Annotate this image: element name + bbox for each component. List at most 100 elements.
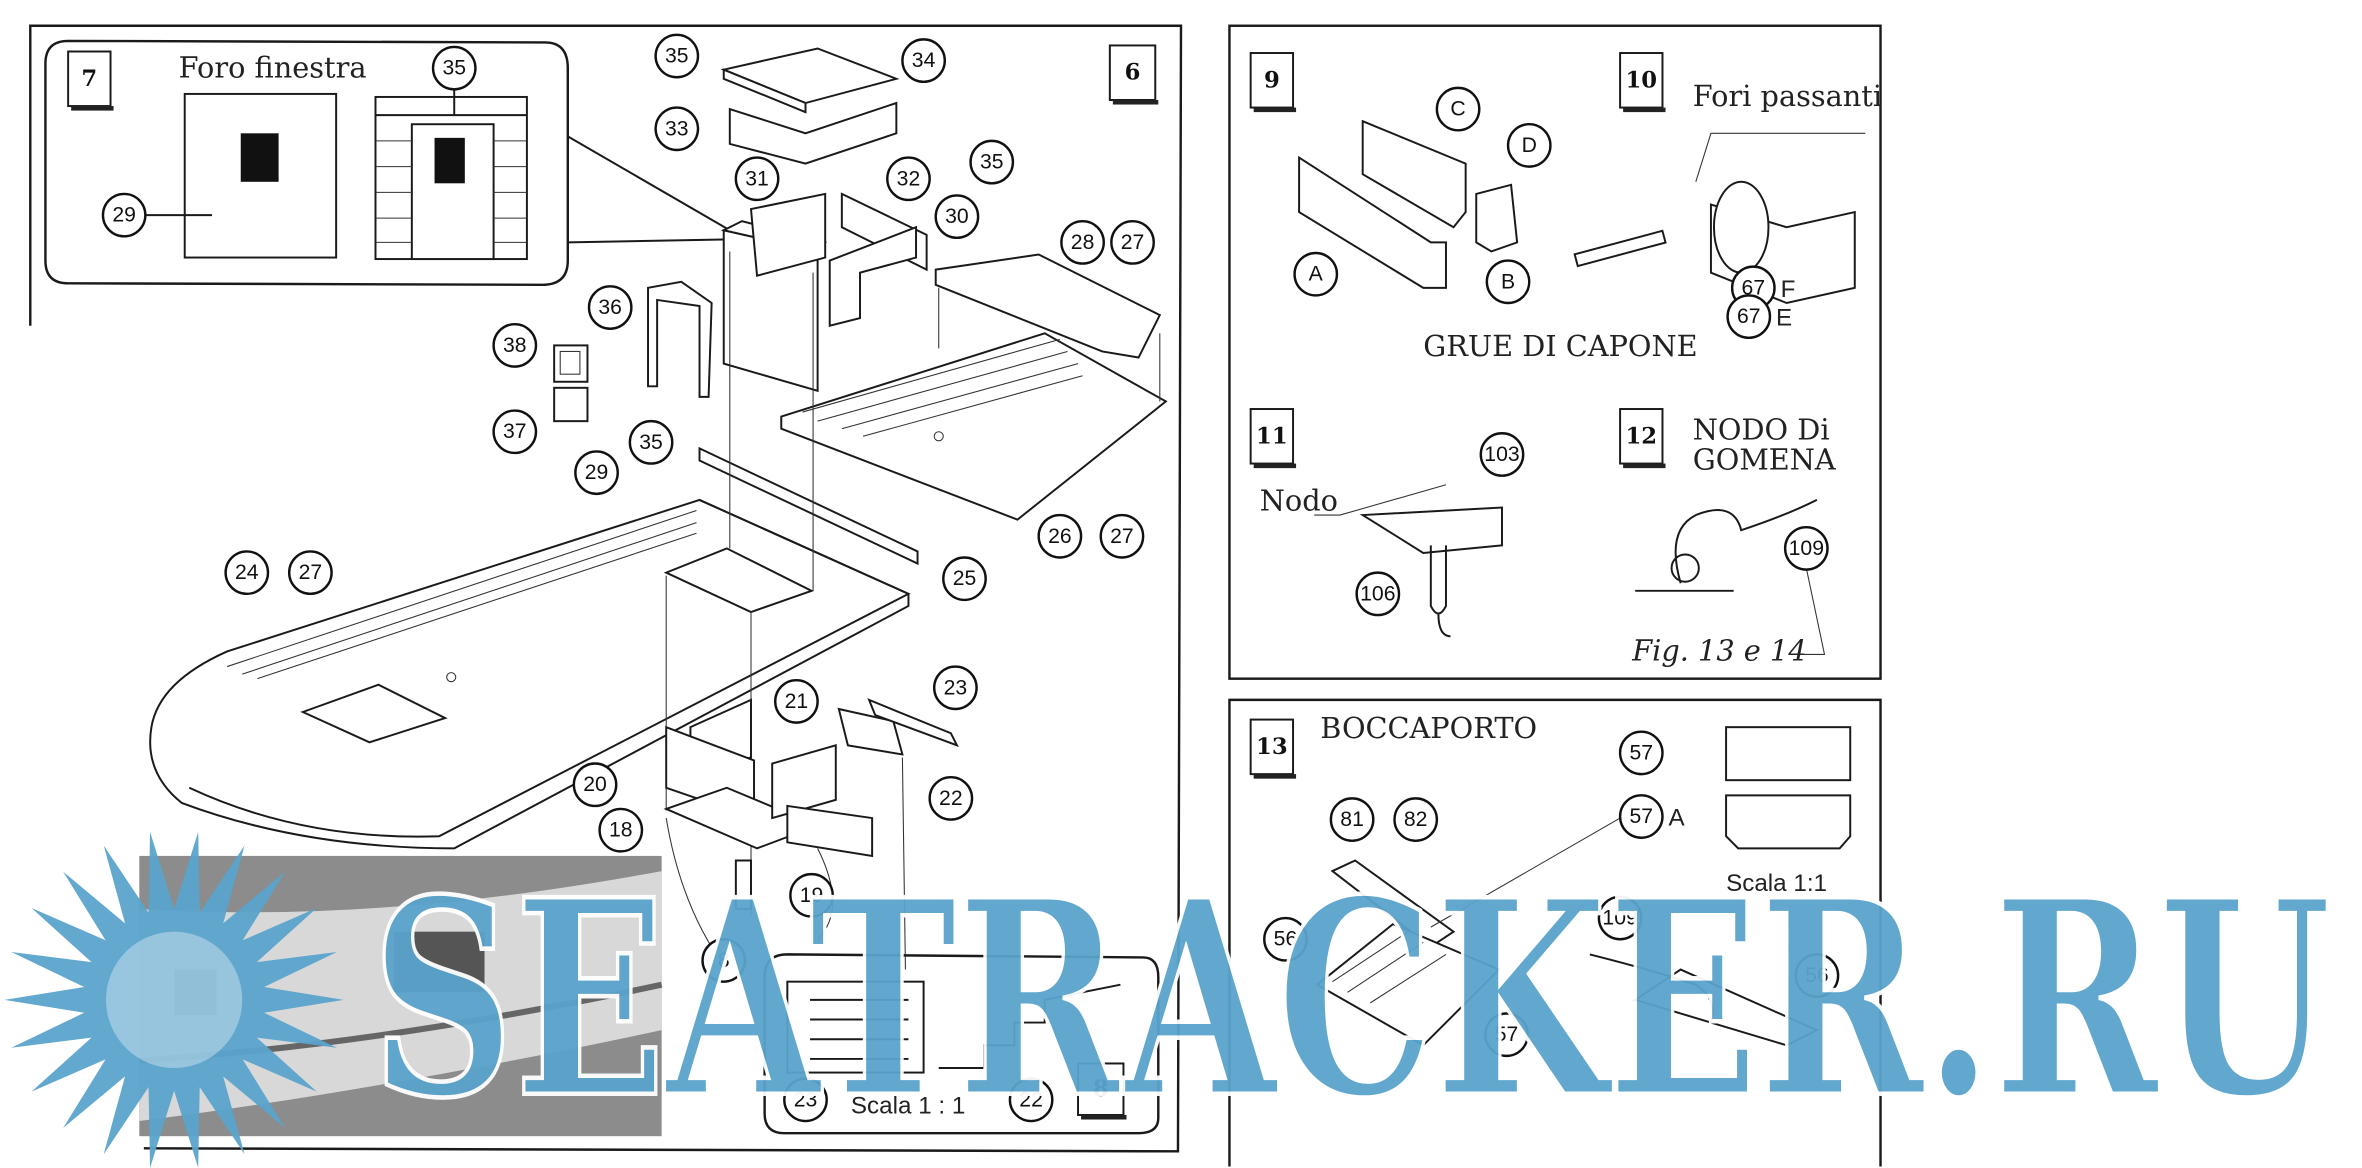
callout-35: 35 xyxy=(431,45,477,91)
callout-circle xyxy=(1794,953,1840,999)
callout-circle xyxy=(628,419,674,465)
callout-C: C xyxy=(1435,86,1481,132)
callout-label: 29 xyxy=(112,204,136,227)
callout-circle xyxy=(774,678,819,724)
svg-text:Fori passanti: Fori passanti xyxy=(1693,79,1882,113)
callout-circle xyxy=(431,45,477,91)
callout-label: 31 xyxy=(745,167,769,190)
callout-label: 67 xyxy=(1737,305,1761,328)
callout-label: 19 xyxy=(800,884,824,907)
callout-B: B xyxy=(1485,259,1531,305)
callout-29: 29 xyxy=(574,450,619,496)
callout-label: 57 xyxy=(1630,805,1654,828)
callout-label: 29 xyxy=(585,461,609,484)
callout-circle xyxy=(789,872,834,918)
callout-106: 106 xyxy=(1355,571,1401,617)
callout-30: 30 xyxy=(934,194,980,240)
callout-label: 35 xyxy=(665,45,689,68)
svg-text:Scala 1:1: Scala 1:1 xyxy=(1726,870,1827,897)
callout-33: 33 xyxy=(654,106,700,152)
callout-27: 27 xyxy=(1110,219,1155,265)
callout-label: 26 xyxy=(1048,525,1072,548)
callout-label: 82 xyxy=(1404,808,1428,831)
callout-label: C xyxy=(1450,98,1465,121)
callout-57: 57 A xyxy=(1618,794,1686,839)
callout-circle xyxy=(224,550,270,596)
starburst-logo-icon xyxy=(4,831,344,1168)
callout-23: 23 xyxy=(932,665,978,711)
callout-circle xyxy=(1485,259,1531,305)
callout-circle xyxy=(1110,219,1155,265)
callout-28: 28 xyxy=(1060,219,1105,265)
callout-circle xyxy=(287,550,333,596)
callout-circle xyxy=(1355,571,1401,617)
callout-label: B xyxy=(1501,270,1515,293)
callout-circle xyxy=(1263,916,1308,962)
hull-deck xyxy=(149,251,1161,917)
callout-A: A xyxy=(1293,251,1339,297)
callout-suffix: A xyxy=(1669,805,1686,832)
callout-label: 35 xyxy=(980,151,1004,174)
callout-label: 23 xyxy=(794,1088,818,1111)
callout-circle xyxy=(932,665,978,711)
callout-label: 56 xyxy=(1274,928,1298,951)
panel-6: 6 xyxy=(29,24,1183,1153)
callout-label: 20 xyxy=(583,773,607,796)
svg-text:7: 7 xyxy=(81,66,97,92)
callout-label: 67 xyxy=(1742,276,1766,299)
callout-label: 35 xyxy=(639,431,663,454)
callout-circle xyxy=(654,106,700,152)
callout-label: 36 xyxy=(598,296,622,319)
callout-D: D xyxy=(1506,123,1552,168)
callout-label: 27 xyxy=(1121,231,1145,254)
callout-29: 29 xyxy=(101,192,147,238)
panel-13-hatch: 13 BOCCAPORTO Scala 1:1 xyxy=(1228,698,1882,1167)
svg-text:6: 6 xyxy=(1125,60,1141,86)
callout-109: 109 xyxy=(1597,895,1643,941)
watermark: SEATRACKER.RU xyxy=(4,831,2334,1168)
svg-text:13: 13 xyxy=(1256,734,1288,760)
callout-circle xyxy=(934,194,980,240)
callout-32: 32 xyxy=(886,156,931,202)
callout-31: 31 xyxy=(734,156,780,202)
callout-circle xyxy=(1726,294,1772,340)
callout-label: A xyxy=(1309,263,1324,286)
callout-circle xyxy=(1597,895,1643,941)
svg-text:Fig. 13 e 14: Fig. 13 e 14 xyxy=(1631,633,1806,667)
callout-57: 57 xyxy=(1484,1012,1529,1058)
callout-circle xyxy=(587,285,633,330)
callout-circle xyxy=(1293,251,1339,297)
callout-circle xyxy=(942,556,987,602)
callout-34: 34 xyxy=(901,38,947,84)
svg-text:10: 10 xyxy=(1625,67,1657,93)
callout-35: 35 xyxy=(654,33,700,79)
callout-circle xyxy=(492,409,538,455)
svg-text:12: 12 xyxy=(1625,423,1657,449)
callout-label: 35 xyxy=(442,57,466,80)
callout-label: 106 xyxy=(1360,582,1395,605)
panel-9-12: 9 10 Fori passanti GRUE DI CAPONE 11 Nod… xyxy=(1228,24,1882,680)
callout-21: 21 xyxy=(774,678,819,724)
deck-parts xyxy=(698,253,1168,566)
callout-circle xyxy=(654,33,700,79)
callout-circle xyxy=(928,775,974,821)
callout-circle xyxy=(1329,797,1375,842)
svg-text:9: 9 xyxy=(1264,67,1280,93)
callout-label: 30 xyxy=(945,205,969,228)
svg-text:Scala 1 : 1: Scala 1 : 1 xyxy=(851,1092,965,1119)
callout-circle xyxy=(734,156,780,202)
callout-circle xyxy=(1060,219,1105,265)
callout-36: 36 xyxy=(587,285,633,330)
callout-circle xyxy=(1479,432,1525,477)
callout-circle xyxy=(1393,797,1439,842)
svg-text:GRUE DI CAPONE: GRUE DI CAPONE xyxy=(1423,329,1697,363)
callout-25: 25 xyxy=(942,556,987,602)
svg-text:SEATRACKER.RU: SEATRACKER.RU xyxy=(371,841,2332,1158)
callout-circle xyxy=(572,762,618,808)
callout-label: 57 xyxy=(1630,741,1654,764)
callout-37: 37 xyxy=(492,409,538,455)
callout-circle xyxy=(1618,794,1664,839)
svg-text:Nodo: Nodo xyxy=(1260,484,1338,518)
